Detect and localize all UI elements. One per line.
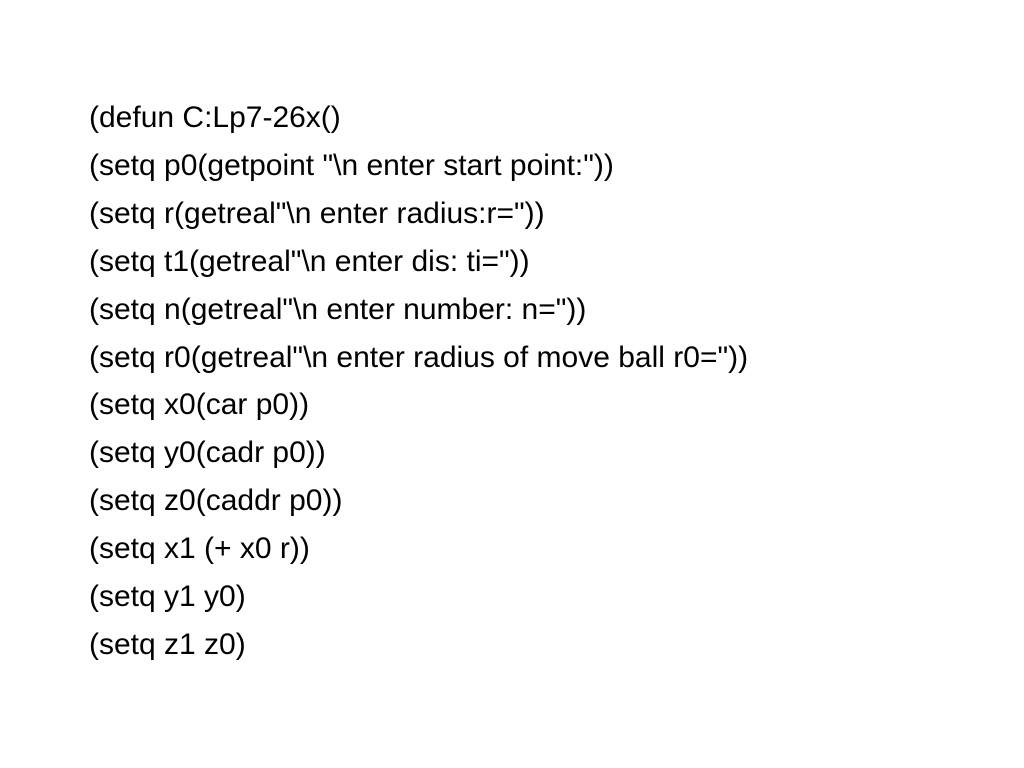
code-line-setq-x1: (setq x1 (+ x0 r)) [89, 532, 310, 566]
code-line-setq-z1: (setq z1 z0) [89, 627, 246, 661]
code-line-setq-p0: (setq p0(getpoint "\n enter start point:… [89, 148, 614, 182]
code-line-setq-n: (setq n(getreal"\n enter number: n=")) [89, 292, 587, 326]
code-line-setq-t1: (setq t1(getreal"\n enter dis: ti=")) [89, 244, 530, 278]
code-line-setq-z0: (setq z0(caddr p0)) [89, 484, 343, 518]
code-line-setq-r0: (setq r0(getreal"\n enter radius of move… [89, 340, 749, 374]
code-line-setq-x0: (setq x0(car p0)) [89, 388, 310, 422]
code-line-setq-y0: (setq y0(cadr p0)) [89, 436, 326, 470]
code-block: (defun C:Lp7-26x() (setq p0(getpoint "\n… [89, 94, 989, 669]
code-line-setq-y1: (setq y1 y0) [89, 580, 246, 614]
code-line-defun: (defun C:Lp7-26x() [89, 101, 341, 134]
code-line-setq-r: (setq r(getreal"\n enter radius:r=")) [89, 196, 545, 230]
